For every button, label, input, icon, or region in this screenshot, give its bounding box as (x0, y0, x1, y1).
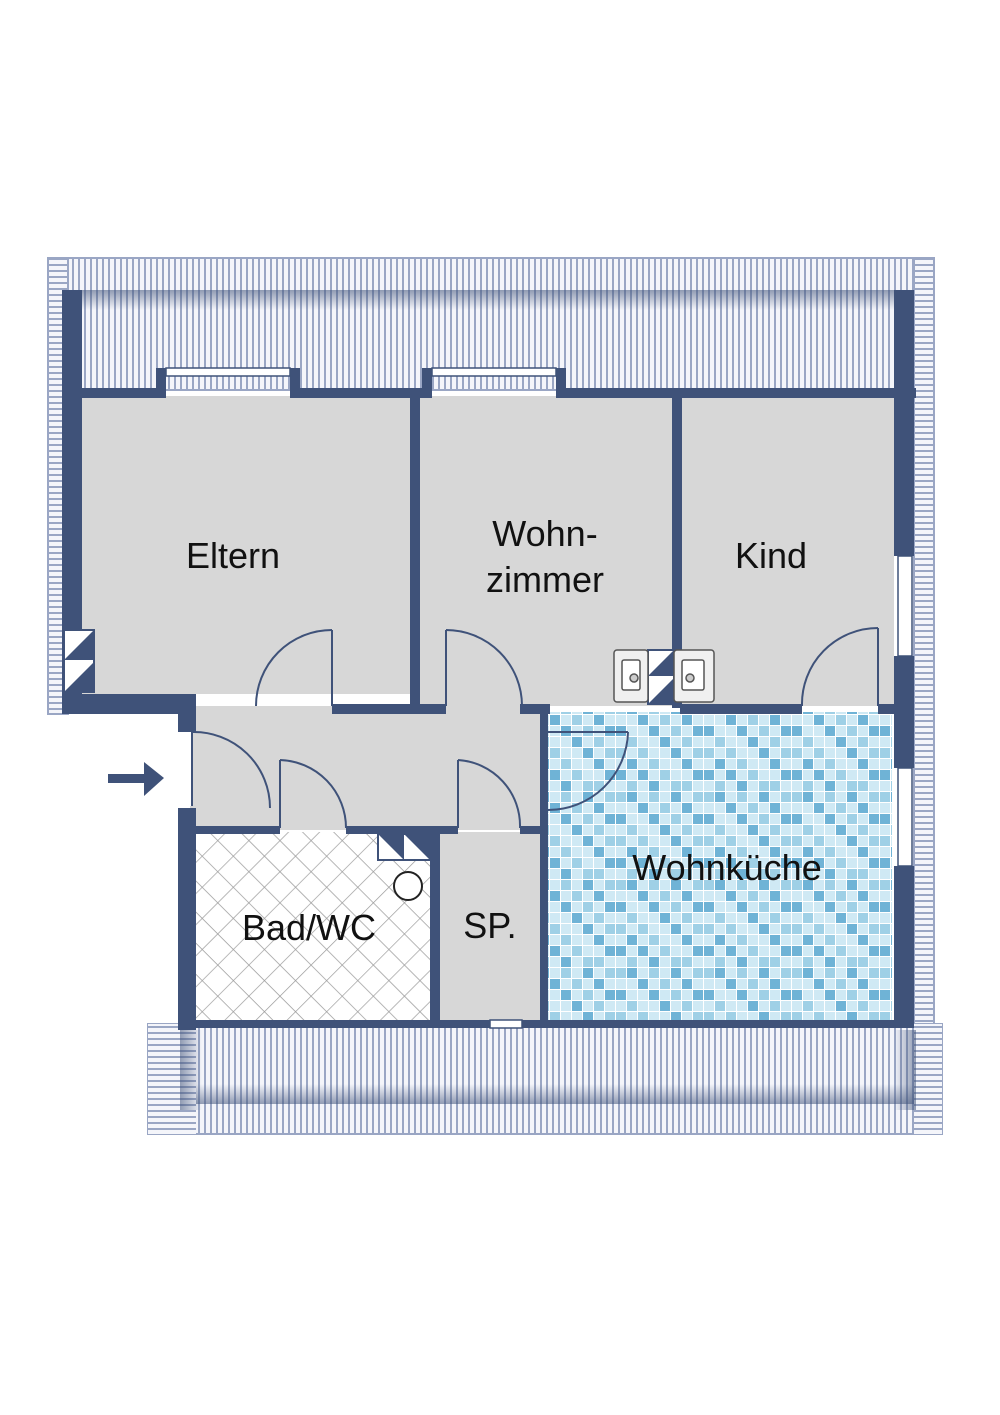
room-kind-floor (680, 396, 894, 706)
room-label-bad: Bad/WC (242, 907, 376, 948)
room-label-wohnzimmer-line1: Wohn- (492, 513, 597, 554)
chimney-icon (377, 833, 431, 861)
hallway-floor (190, 706, 544, 830)
entrance-gap-floor (160, 730, 192, 806)
chimney-icon (63, 629, 95, 693)
arrow-right-icon (108, 762, 164, 796)
room-label-wohnzimmer-line2: zimmer (486, 559, 604, 600)
windows (165, 367, 913, 1029)
room-eltern-floor (82, 396, 412, 694)
roof-slope-right (913, 257, 935, 1029)
heater-icon (613, 649, 715, 703)
doors (191, 627, 879, 829)
room-label-kind: Kind (735, 535, 807, 576)
roof-slope-bottom (147, 1023, 943, 1135)
room-bad-floor (196, 832, 432, 1022)
room-label-eltern: Eltern (186, 535, 280, 576)
room-sp-floor (440, 832, 540, 1022)
room-label-sp: SP. (463, 905, 516, 946)
walls (62, 290, 916, 1030)
shower-drain-icon (393, 871, 423, 901)
room-label-wohnkueche: Wohnküche (632, 847, 821, 888)
room-wohnkueche-floor (548, 712, 892, 1022)
chimney-icon (647, 649, 675, 705)
